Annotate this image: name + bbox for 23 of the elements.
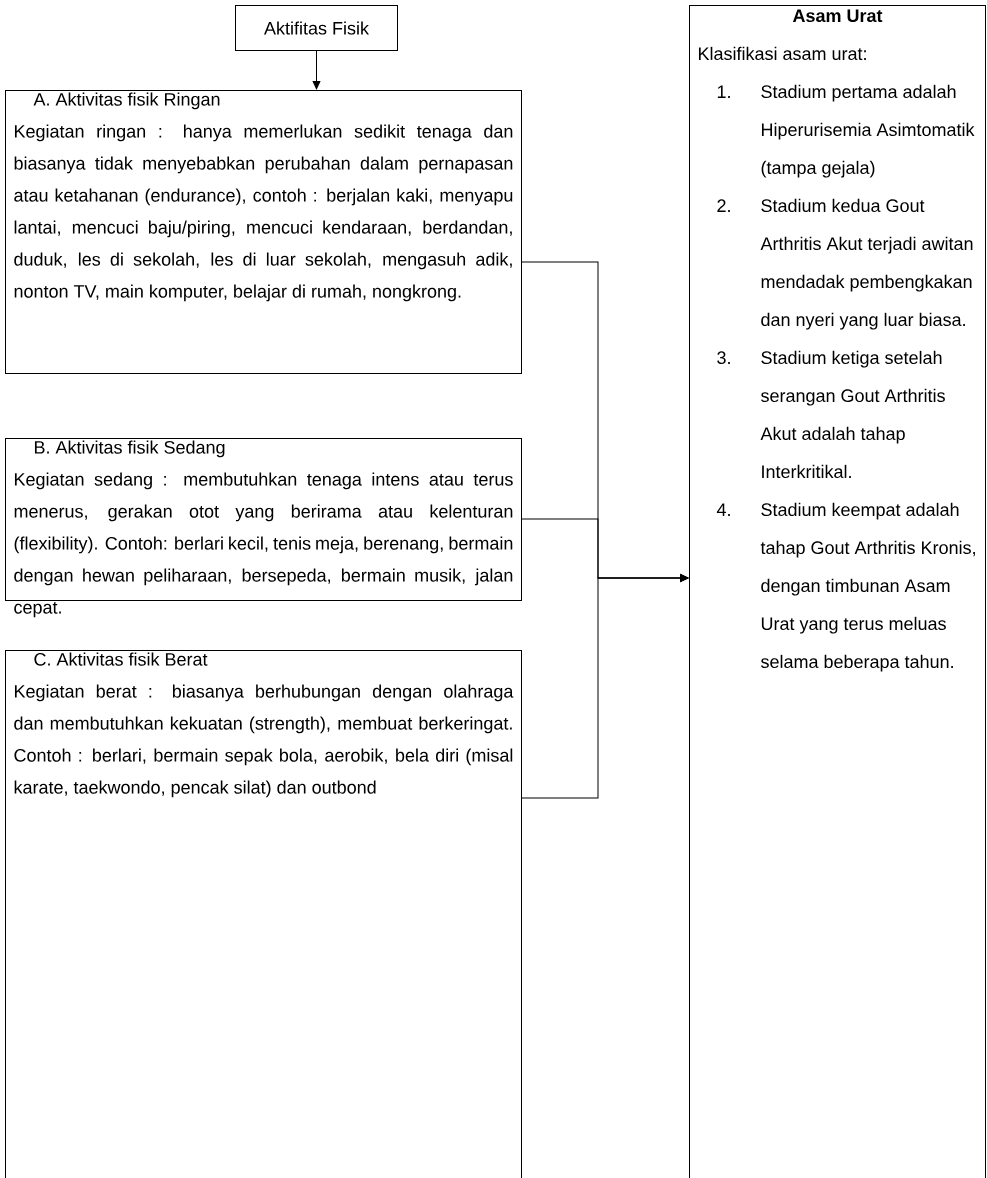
list-item: Stadium ketiga setelah serangan Gout Arthritis Akut adalah tahap Interkritikal. xyxy=(760,350,945,479)
box-heading: B. Aktivitas fisik Sedang xyxy=(34,440,225,458)
box-heading: Asam Urat xyxy=(792,9,883,23)
list-number: 4. xyxy=(716,503,730,516)
paragraph: Kegiatan berat : biasanya berhubungan dengan olahraga dan membutuhkan kekuatan (strength), membuat berkeringat. Contoh : berlari, bermain sepak bola, aerobik, bela diri (misal karate, taekwondo, pencak silat) dan outbond xyxy=(14,684,514,798)
text-box xyxy=(5,650,522,1178)
text-box xyxy=(5,90,522,374)
list-number: 2. xyxy=(717,199,730,212)
paragraph: Kegiatan ringan : hanya memerlukan sedikit tenaga dan biasanya tidak menyebabkan perubahan dalam pernapasan atau ketahanan (endurance), contoh : berjalan kaki, menyapu lantai, mencuci baju/piring, mencuci kendaraan, berdandan, duduk, les di sekolah, les di luar sekolah, mengasuh adik, nonton TV, main komputer, belajar di rumah, nongkrong. xyxy=(14,124,513,302)
list-item: Stadium keempat adalah tahap Gout Arthritis Kronis, dengan timbunan Asam Urat yang terus meluas selama beberapa tahun. xyxy=(760,502,975,672)
text-box xyxy=(689,5,986,1178)
box-heading: C. Aktivitas fisik Berat xyxy=(34,652,208,666)
title-box: Aktifitas Fisik xyxy=(235,5,398,51)
box-heading: A. Aktivitas fisik Ringan xyxy=(33,92,220,110)
arrow xyxy=(521,574,689,799)
list-number: 1. xyxy=(717,85,730,98)
intro-text: Klasifikasi asam urat: xyxy=(698,46,866,61)
arrow xyxy=(312,50,321,90)
list-number: 3. xyxy=(717,351,730,365)
text-box xyxy=(5,438,522,618)
list-item: Stadium kedua Gout Arthritis Akut terjadi awitan mendadak pembengkakan dan nyeri yang luar biasa. xyxy=(760,198,973,330)
list-item: Stadium pertama adalah Hiperurisemia Asimtomatik (tampa gejala) xyxy=(761,84,975,178)
paragraph: Kegiatan sedang : membutuhkan tenaga intens atau terus menerus, gerakan otot yang berirama atau kelenturan (flexibility). Contoh: berlari kecil, tenis meja, berenang, bermain dengan hewan peliharaan, bersepeda, bermain musik, jalan cepat. xyxy=(14,472,513,618)
